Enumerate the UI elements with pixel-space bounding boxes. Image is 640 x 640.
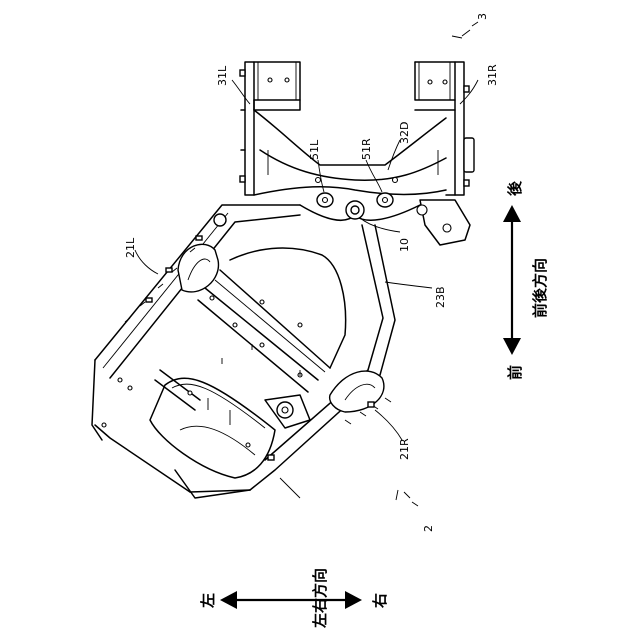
direction-back-label: 後 xyxy=(506,180,524,197)
front-frame xyxy=(92,205,395,498)
label-31R: 31R xyxy=(486,64,499,86)
label-23B: 23B xyxy=(434,286,447,308)
left-right-direction-indicator: 左 右 左右方向 xyxy=(199,568,389,629)
label-51L: 51L xyxy=(308,139,321,160)
label-2: 2 xyxy=(422,525,435,532)
label-21L: 21L xyxy=(124,237,137,258)
label-21R: 21R xyxy=(398,438,411,460)
arrow-up-icon xyxy=(503,205,521,222)
direction-right-label: 右 xyxy=(371,593,389,608)
direction-left-label: 左 xyxy=(199,593,217,609)
direction-front-back-caption: 前後方向 xyxy=(531,258,549,318)
label-3: 3 xyxy=(476,13,489,20)
arrow-left-icon xyxy=(220,591,237,609)
front-back-direction-indicator: 後 前 前後方向 xyxy=(503,180,549,380)
arrow-down-icon xyxy=(503,338,521,355)
label-31L: 31L xyxy=(216,65,229,86)
label-10: 10 xyxy=(398,238,411,252)
direction-front-label: 前 xyxy=(506,365,524,380)
direction-left-right-caption: 左右方向 xyxy=(311,568,329,629)
label-51R: 51R xyxy=(360,138,373,160)
arrow-right-icon xyxy=(345,591,362,609)
label-32D: 32D xyxy=(398,122,411,144)
